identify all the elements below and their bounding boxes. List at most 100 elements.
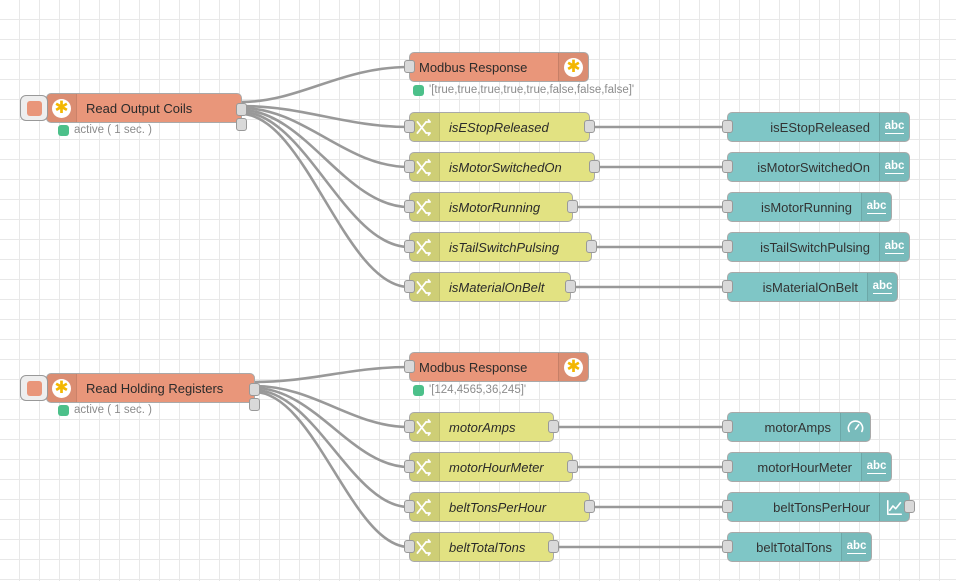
abc-icon: abc bbox=[879, 233, 909, 261]
output-port[interactable] bbox=[567, 460, 578, 473]
node-label: isMotorSwitchedOn bbox=[449, 159, 562, 175]
input-port[interactable] bbox=[722, 160, 733, 173]
node-label: isTailSwitchPulsing bbox=[449, 239, 560, 255]
input-port[interactable] bbox=[722, 280, 733, 293]
input-port[interactable] bbox=[722, 120, 733, 133]
swap-icon bbox=[410, 193, 440, 221]
dashboard-text-node[interactable]: isMotorSwitchedOn abc bbox=[722, 152, 910, 182]
modbus-response-node-registers[interactable]: Modbus Response ✱ bbox=[404, 352, 589, 382]
change-node[interactable]: beltTonsPerHour bbox=[404, 492, 595, 522]
inject-button[interactable] bbox=[20, 375, 48, 401]
change-node[interactable]: isTailSwitchPulsing bbox=[404, 232, 597, 262]
output-port[interactable] bbox=[249, 383, 260, 396]
node-label: beltTotalTons bbox=[449, 539, 526, 555]
asterisk-icon: ✱ bbox=[47, 94, 77, 122]
node-label: beltTotalTons bbox=[756, 539, 832, 555]
output-port[interactable] bbox=[904, 500, 915, 513]
input-port[interactable] bbox=[404, 160, 415, 173]
chart-icon bbox=[879, 493, 909, 521]
dashboard-text-node[interactable]: motorHourMeter abc bbox=[722, 452, 892, 482]
node-label: isTailSwitchPulsing bbox=[760, 239, 870, 255]
input-port[interactable] bbox=[722, 420, 733, 433]
input-port[interactable] bbox=[404, 120, 415, 133]
inject-button[interactable] bbox=[20, 95, 48, 121]
input-port[interactable] bbox=[722, 540, 733, 553]
change-node[interactable]: motorHourMeter bbox=[404, 452, 578, 482]
swap-icon bbox=[410, 273, 440, 301]
dashboard-text-node[interactable]: beltTotalTons abc bbox=[722, 532, 872, 562]
asterisk-icon: ✱ bbox=[47, 374, 77, 402]
node-status: active ( 1 sec. ) bbox=[58, 404, 152, 416]
dashboard-text-node[interactable]: isMaterialOnBelt abc bbox=[722, 272, 898, 302]
change-node[interactable]: motorAmps bbox=[404, 412, 559, 442]
input-port[interactable] bbox=[722, 240, 733, 253]
wire bbox=[252, 388, 411, 509]
output-port[interactable] bbox=[548, 420, 559, 433]
status-dot bbox=[413, 384, 424, 396]
input-port[interactable] bbox=[404, 240, 415, 253]
dashboard-gauge-node[interactable]: motorAmps bbox=[722, 412, 871, 442]
abc-icon: abc bbox=[841, 533, 871, 561]
wire bbox=[239, 104, 411, 129]
status-text: active ( 1 sec. ) bbox=[74, 404, 152, 416]
wire bbox=[252, 365, 411, 384]
node-label: isEStopReleased bbox=[449, 119, 549, 135]
dashboard-chart-node[interactable]: beltTonsPerHour bbox=[722, 492, 915, 522]
modbus-response-node-coils[interactable]: Modbus Response ✱ bbox=[404, 52, 589, 82]
input-port[interactable] bbox=[404, 280, 415, 293]
node-status: active ( 1 sec. ) bbox=[58, 124, 152, 136]
output-port[interactable] bbox=[236, 103, 247, 116]
wire bbox=[252, 390, 411, 549]
modbus-read-node-coils[interactable]: ✱ Read Output Coils bbox=[20, 93, 247, 131]
output-port[interactable] bbox=[565, 280, 576, 293]
node-status: '[true,true,true,true,true,false,false,f… bbox=[413, 84, 634, 96]
gauge-icon bbox=[840, 413, 870, 441]
abc-icon: abc bbox=[879, 153, 909, 181]
change-node[interactable]: isMaterialOnBelt bbox=[404, 272, 576, 302]
swap-icon bbox=[410, 533, 440, 561]
input-port[interactable] bbox=[722, 500, 733, 513]
change-node[interactable]: isMotorRunning bbox=[404, 192, 578, 222]
abc-icon: abc bbox=[861, 193, 891, 221]
wire bbox=[239, 65, 411, 104]
node-label: motorHourMeter bbox=[757, 459, 852, 475]
output-port[interactable] bbox=[236, 118, 247, 131]
status-text: '[true,true,true,true,true,false,false,f… bbox=[429, 84, 635, 96]
node-status: '[124,4565,36,245]' bbox=[413, 384, 526, 396]
wire bbox=[239, 108, 411, 209]
node-label: isMotorSwitchedOn bbox=[757, 159, 870, 175]
swap-icon bbox=[410, 233, 440, 261]
input-port[interactable] bbox=[404, 540, 415, 553]
input-port[interactable] bbox=[404, 500, 415, 513]
status-dot bbox=[58, 124, 69, 136]
input-port[interactable] bbox=[404, 460, 415, 473]
output-port[interactable] bbox=[249, 398, 260, 411]
input-port[interactable] bbox=[404, 360, 415, 373]
output-port[interactable] bbox=[548, 540, 559, 553]
output-port[interactable] bbox=[586, 240, 597, 253]
output-port[interactable] bbox=[567, 200, 578, 213]
dashboard-text-node[interactable]: isMotorRunning abc bbox=[722, 192, 892, 222]
input-port[interactable] bbox=[404, 200, 415, 213]
dashboard-text-node[interactable]: isTailSwitchPulsing abc bbox=[722, 232, 910, 262]
output-port[interactable] bbox=[589, 160, 600, 173]
output-port[interactable] bbox=[584, 120, 595, 133]
node-label: isMotorRunning bbox=[760, 199, 852, 215]
input-port[interactable] bbox=[722, 460, 733, 473]
node-label: isEStopReleased bbox=[770, 119, 870, 135]
modbus-read-node-registers[interactable]: ✱ Read Holding Registers bbox=[20, 373, 260, 411]
abc-icon: abc bbox=[867, 273, 897, 301]
input-port[interactable] bbox=[404, 60, 415, 73]
node-label: isMotorRunning bbox=[449, 199, 541, 215]
node-label: Modbus Response bbox=[419, 359, 528, 375]
change-node[interactable]: isMotorSwitchedOn bbox=[404, 152, 600, 182]
abc-icon: abc bbox=[879, 113, 909, 141]
input-port[interactable] bbox=[404, 420, 415, 433]
dashboard-text-node[interactable]: isEStopReleased abc bbox=[722, 112, 910, 142]
change-node[interactable]: isEStopReleased bbox=[404, 112, 595, 142]
change-node[interactable]: beltTotalTons bbox=[404, 532, 559, 562]
node-label: isMaterialOnBelt bbox=[449, 279, 545, 295]
input-port[interactable] bbox=[722, 200, 733, 213]
output-port[interactable] bbox=[584, 500, 595, 513]
